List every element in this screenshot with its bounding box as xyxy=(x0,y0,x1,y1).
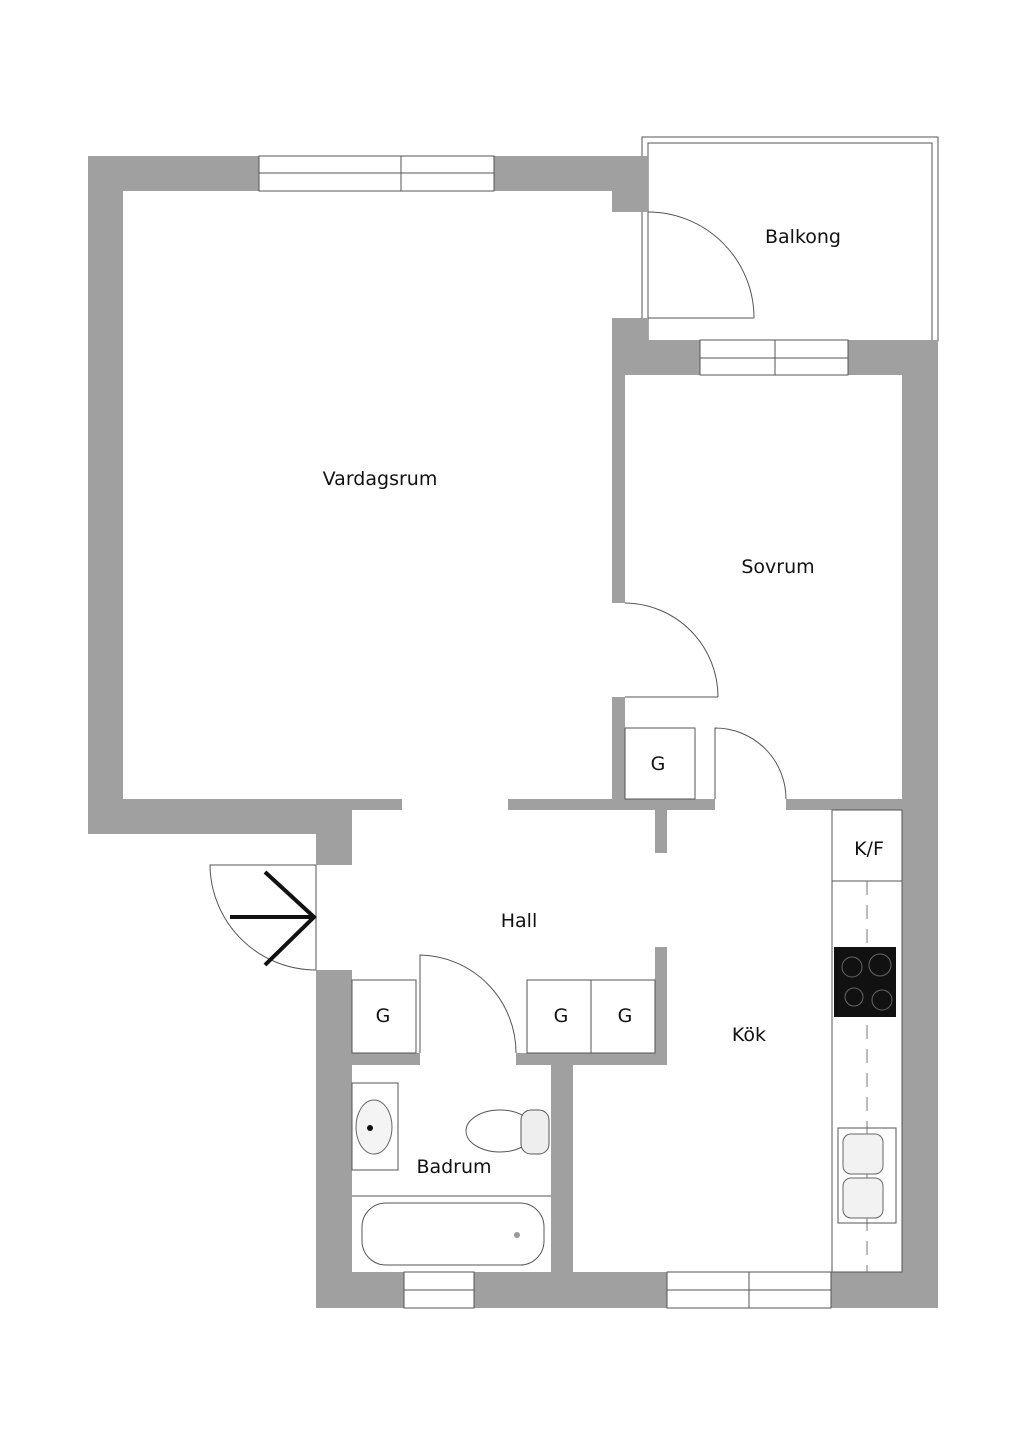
closet-label: G xyxy=(618,1005,633,1027)
room-label-bathroom: Badrum xyxy=(416,1156,491,1178)
washbasin-icon xyxy=(355,1099,393,1155)
bathroom-door[interactable] xyxy=(419,954,517,1054)
bedroom-door[interactable] xyxy=(624,602,719,698)
room-label-living: Vardagsrum xyxy=(323,468,438,490)
entrance-arrow-icon xyxy=(230,870,317,967)
sink-icon xyxy=(837,1127,897,1224)
kitchen-counter xyxy=(831,809,903,1273)
balcony-door[interactable] xyxy=(647,211,755,319)
doors xyxy=(209,211,787,1054)
room-label-bedroom: Sovrum xyxy=(741,556,814,578)
closet-label: G xyxy=(651,753,666,775)
closet-label: G xyxy=(376,1005,391,1027)
room-label-kitchen: Kök xyxy=(732,1024,766,1046)
closet-label: G xyxy=(554,1005,569,1027)
fridge-freezer-label: K/F xyxy=(854,838,884,860)
bathtub-icon xyxy=(361,1202,545,1266)
stove-icon xyxy=(834,947,896,1017)
closets xyxy=(351,727,696,1054)
bathroom-fixtures xyxy=(351,1082,551,1266)
windows xyxy=(258,155,849,1309)
room-label-hall: Hall xyxy=(501,910,538,932)
room-label-balcony: Balkong xyxy=(765,226,841,248)
kitchen-door[interactable] xyxy=(714,727,787,800)
